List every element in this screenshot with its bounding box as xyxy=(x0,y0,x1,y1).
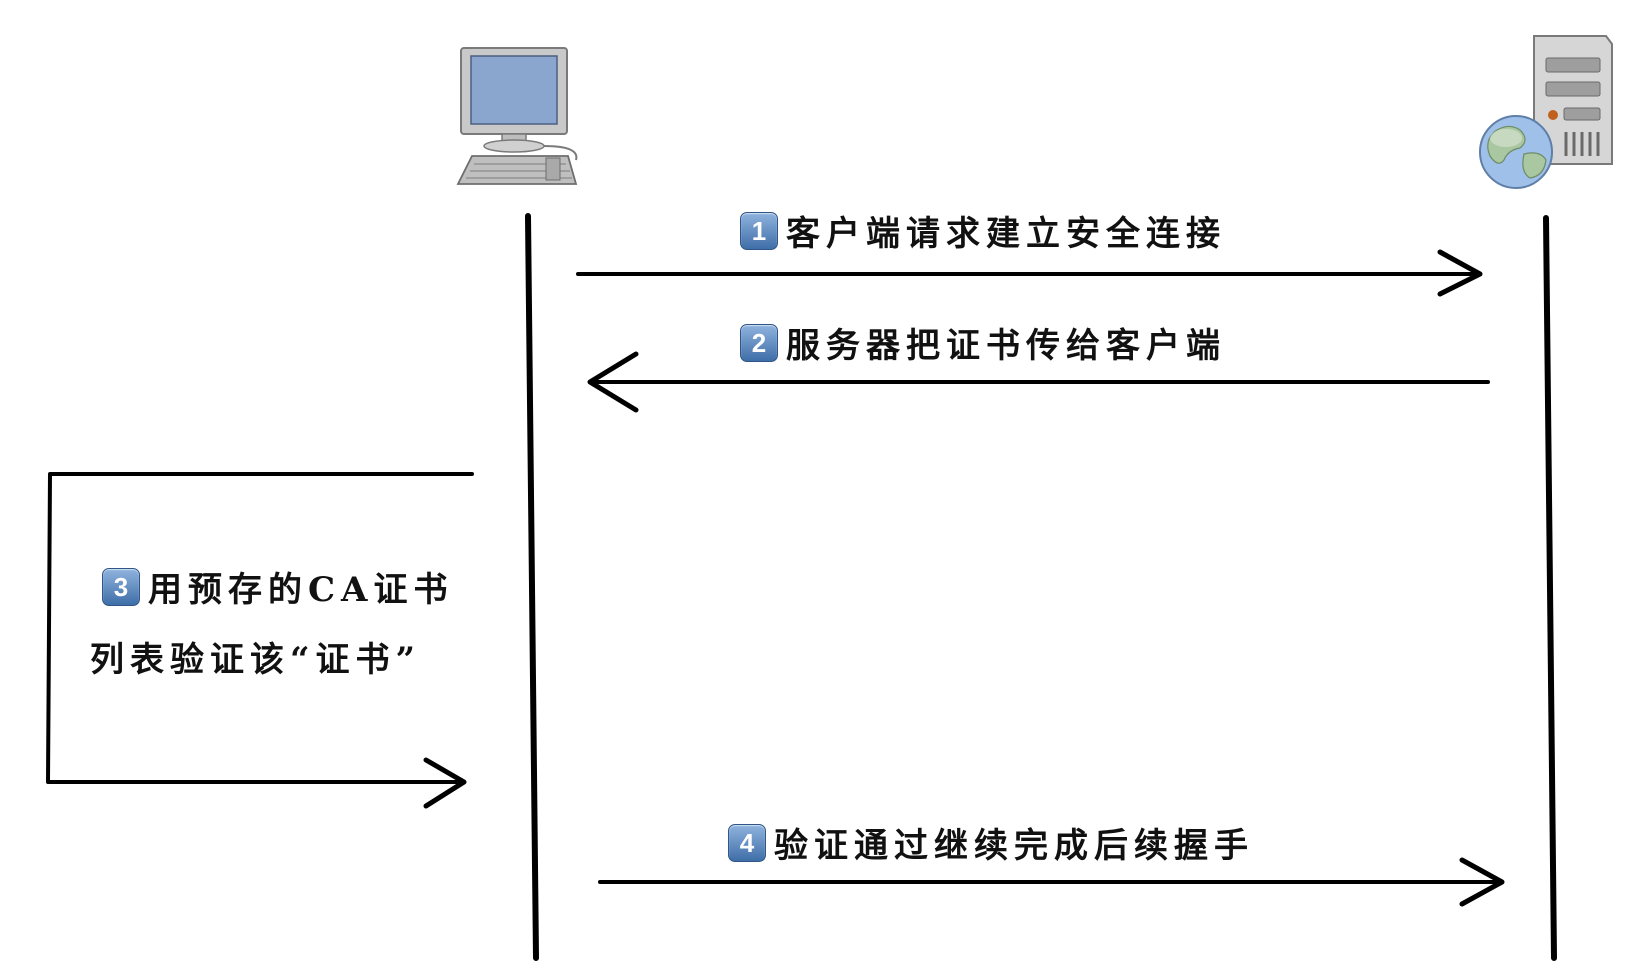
server-globe-icon xyxy=(1479,35,1613,189)
step-4-badge-icon: 4 xyxy=(728,823,766,862)
server-lifeline xyxy=(1543,215,1557,961)
arrow-step-1 xyxy=(576,249,1483,297)
step-3-text-line1: 用预存的CA证书 xyxy=(148,570,454,610)
desktop-computer-icon xyxy=(456,47,578,185)
step-3-text-line2: 列表验证该“证书” xyxy=(90,640,422,680)
arrow-step-4 xyxy=(598,857,1505,907)
arrow-step-3-loop xyxy=(46,472,474,809)
step-3-badge-icon: 3 xyxy=(102,567,140,606)
step-1-badge-icon: 1 xyxy=(740,211,778,250)
arrow-step-2 xyxy=(587,351,1490,413)
step-4-text: 验证通过继续完成后续握手 xyxy=(774,826,1254,866)
step-2-badge-icon: 2 xyxy=(740,323,778,362)
step-2-text: 服务器把证书传给客户端 xyxy=(786,326,1226,366)
step-1-text: 客户端请求建立安全连接 xyxy=(786,214,1226,254)
client-lifeline xyxy=(525,213,539,961)
step-3-label-line2: 列表验证该“证书” xyxy=(90,632,421,681)
